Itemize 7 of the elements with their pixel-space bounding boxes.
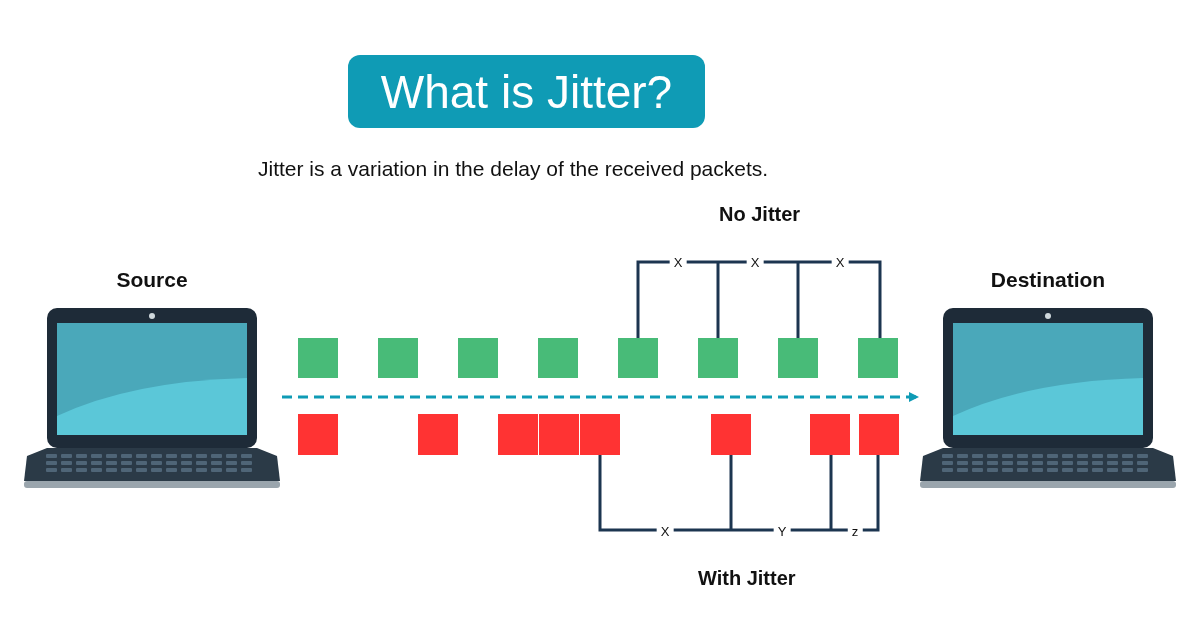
title-banner: What is Jitter?	[348, 55, 705, 128]
subtitle: Jitter is a variation in the delay of the received packets.	[258, 157, 769, 181]
arrow	[282, 392, 919, 402]
section-label: No Jitter	[719, 203, 801, 226]
node-label: Source	[115, 268, 189, 292]
node-label: Destination	[989, 268, 1107, 292]
section-label: With Jitter	[698, 567, 796, 590]
